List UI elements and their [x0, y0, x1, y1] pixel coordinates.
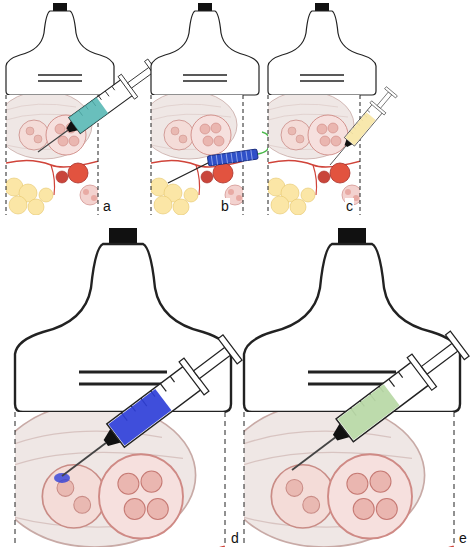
panel-letter: a [102, 198, 112, 214]
panel-letter: e [458, 530, 468, 546]
panel-letter: b [220, 198, 230, 214]
panel-letter: c [345, 198, 354, 214]
panel-letter: d [230, 530, 240, 546]
